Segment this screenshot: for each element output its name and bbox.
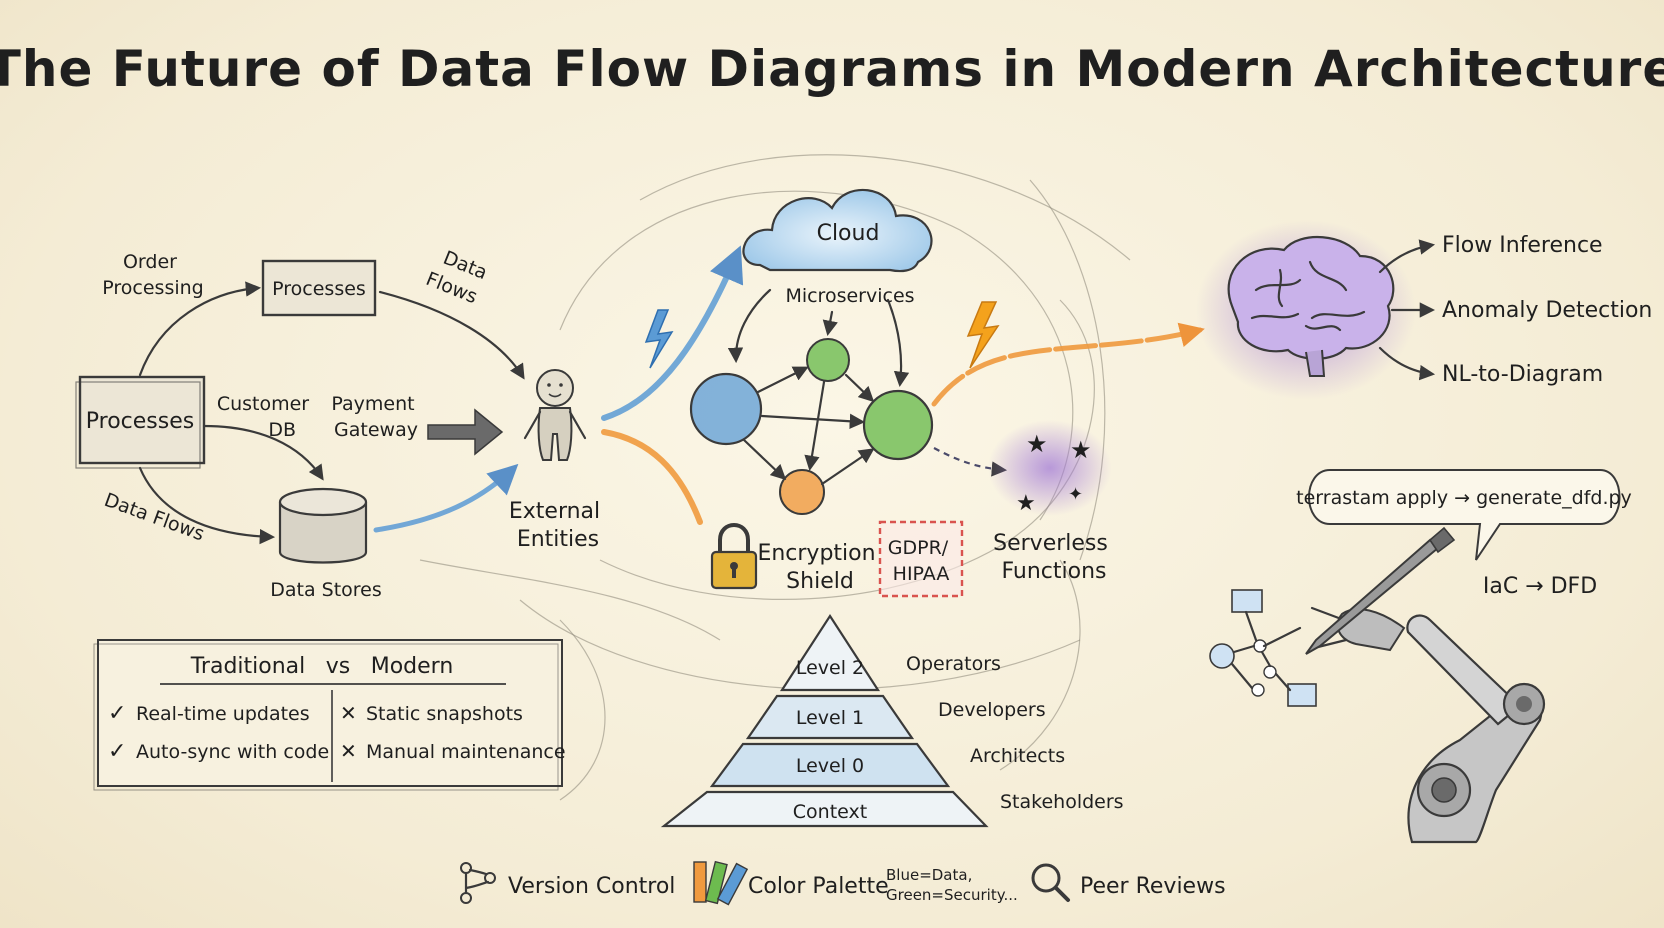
- speech-bubble: terrastam apply → generate_dfd.py: [1296, 469, 1632, 561]
- data-flows-top-label: Data Flows: [423, 244, 496, 311]
- svg-text:GDPR/ HIPAA: GDPR/ HIPAA: [888, 537, 954, 585]
- ai-output-label: Flow Inference: [1442, 233, 1603, 258]
- ai-output-label: Anomaly Detection: [1442, 298, 1652, 323]
- pyramid-level-label: Level 0: [796, 755, 864, 777]
- iac-dfd-label: IaC → DFD: [1483, 574, 1597, 599]
- star-icon: ✦: [1068, 484, 1083, 505]
- comparison-title-right: Modern: [371, 654, 454, 679]
- pyramid-audience-label: Developers: [938, 699, 1046, 721]
- encryption-shield-label: Encryption Shield: [757, 541, 882, 594]
- pyramid-level-label: Level 2: [796, 657, 864, 679]
- data-stores-label: Data Stores: [270, 579, 382, 601]
- data-store-cylinder-icon: [278, 487, 368, 564]
- microservices-label: Microservices: [785, 285, 914, 307]
- payment-gateway-label: Payment Gateway: [331, 393, 420, 441]
- color-palette-icon: [693, 860, 749, 906]
- pyramid-audience-label: Stakeholders: [1000, 791, 1124, 813]
- process-box-main: Processes: [75, 375, 206, 469]
- dfd-level-pyramid: Level 2 Level 1 Level 0 Context Operator…: [660, 613, 1124, 828]
- process-main-label: Processes: [86, 409, 194, 434]
- star-icon: ★: [1026, 430, 1048, 458]
- background-sketch-lines: [419, 154, 1131, 801]
- page-title: The Future of Data Flow Diagrams in Mode…: [0, 40, 1664, 98]
- customer-db-label: Customer DB: [217, 393, 315, 441]
- iac-command-text: terrastam apply → generate_dfd.py: [1296, 487, 1632, 509]
- order-processing-label: Order Processing: [102, 251, 203, 299]
- cloud-icon: Cloud: [742, 188, 933, 273]
- serverless-section: ★ ★ ★ ✦ Serverless Functions: [988, 420, 1115, 584]
- check-mark-icon: ✓: [108, 739, 126, 764]
- serverless-functions-label: Serverless Functions: [993, 531, 1115, 584]
- modern-feature: Real-time updates: [136, 703, 310, 725]
- check-mark-icon: ✓: [108, 701, 126, 726]
- external-entities-label: External Entities: [509, 499, 607, 552]
- comparison-title-mid: vs: [326, 654, 350, 679]
- service-node-green-large: [862, 389, 934, 461]
- color-palette-label: Color Palette: [748, 874, 889, 899]
- modern-feature: Auto-sync with code: [136, 741, 329, 763]
- pyramid-audience-label: Architects: [970, 745, 1065, 767]
- cloud-label: Cloud: [817, 221, 880, 246]
- peer-reviews-label: Peer Reviews: [1080, 874, 1226, 899]
- lightning-icon-blue: [644, 309, 674, 369]
- legacy-dfd: Processes Processes Data Stores Order Pr…: [75, 244, 607, 601]
- traditional-feature: Static snapshots: [366, 703, 523, 725]
- star-icon: ★: [1016, 491, 1036, 516]
- star-icon: ★: [1070, 436, 1092, 464]
- version-control-icon: [460, 862, 496, 904]
- comparison-title-left: Traditional: [190, 654, 306, 679]
- mini-diagram-sketch: [1209, 589, 1317, 707]
- pyramid-audience-label: Operators: [906, 653, 1001, 675]
- robot-arm-icon: [1305, 526, 1546, 844]
- padlock-icon: [710, 523, 758, 590]
- service-node-blue: [689, 372, 763, 446]
- brain-icon: [1227, 236, 1395, 377]
- cloud-microservices: Cloud Microservices: [601, 188, 1205, 525]
- process-box-top: Processes: [261, 259, 377, 317]
- compliance-badge: GDPR/ HIPAA: [878, 520, 964, 598]
- data-flows-bottom-label: Data Flows: [101, 489, 207, 545]
- process-top-label: Processes: [272, 278, 366, 300]
- x-mark-icon: ✕: [340, 701, 357, 725]
- ai-section: Flow Inference Anomaly Detection NL-to-D…: [1196, 220, 1652, 400]
- x-mark-icon: ✕: [340, 739, 357, 763]
- service-node-orange: [779, 469, 825, 515]
- version-control-label: Version Control: [508, 874, 675, 899]
- pyramid-level-label: Level 1: [796, 707, 864, 729]
- lightning-icon-orange: [966, 301, 1000, 369]
- ai-output-label: NL-to-Diagram: [1442, 362, 1603, 387]
- service-node-green-small: [806, 338, 850, 382]
- footer-legend: Version Control Color Palette Blue=Data,…: [460, 860, 1226, 906]
- traditional-feature: Manual maintenance: [366, 741, 566, 763]
- magnifier-icon: [1031, 863, 1070, 902]
- palette-note: Blue=Data, Green=Security...: [886, 866, 1018, 904]
- security-section: Encryption Shield GDPR/ HIPAA: [710, 520, 964, 598]
- pyramid-level-label: Context: [793, 801, 867, 823]
- comparison-table: Traditional vs Modern ✓ Real-time update…: [93, 639, 566, 791]
- external-entity-person-icon: [523, 369, 587, 461]
- iac-section: terrastam apply → generate_dfd.py IaC → …: [1209, 469, 1632, 844]
